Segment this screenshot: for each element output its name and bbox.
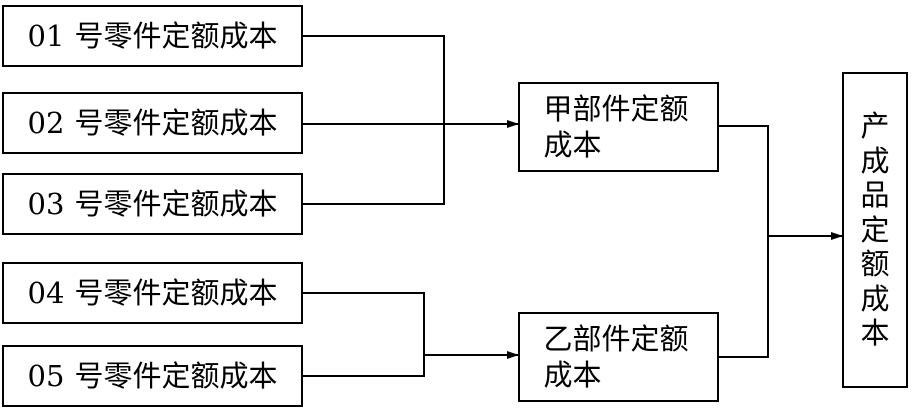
product-box: 产成品定额成本 bbox=[842, 72, 908, 388]
connector-part-01 bbox=[303, 35, 445, 205]
assembly-yi-box: 乙部件定额成本 bbox=[518, 312, 719, 402]
part-05-box: 05 号零件定额成本 bbox=[2, 345, 303, 407]
part-05-label: 号零件定额成本 bbox=[74, 358, 278, 393]
part-02-number: 02 bbox=[27, 105, 65, 140]
part-04-label: 号零件定额成本 bbox=[74, 275, 278, 310]
part-04-box: 04 号零件定额成本 bbox=[2, 262, 303, 324]
assembly-yi-label: 乙部件定额成本 bbox=[543, 321, 689, 392]
part-04-number: 04 bbox=[27, 275, 65, 310]
product-label: 产成品定额成本 bbox=[860, 109, 890, 351]
part-03-label: 号零件定额成本 bbox=[74, 186, 278, 221]
part-02-label: 号零件定额成本 bbox=[74, 105, 278, 140]
part-03-number: 03 bbox=[27, 186, 65, 221]
part-05-number: 05 bbox=[27, 358, 65, 393]
assembly-jia-label: 甲部件定额成本 bbox=[543, 91, 689, 162]
part-02-box: 02 号零件定额成本 bbox=[2, 92, 303, 154]
part-01-number: 01 bbox=[27, 18, 65, 53]
part-01-box: 01 号零件定额成本 bbox=[2, 5, 303, 67]
part-03-box: 03 号零件定额成本 bbox=[2, 173, 303, 235]
part-01-label: 号零件定额成本 bbox=[74, 18, 278, 53]
assembly-jia-box: 甲部件定额成本 bbox=[518, 82, 719, 172]
connector-part-04-05 bbox=[303, 292, 425, 377]
connector-assemblies bbox=[719, 125, 769, 358]
